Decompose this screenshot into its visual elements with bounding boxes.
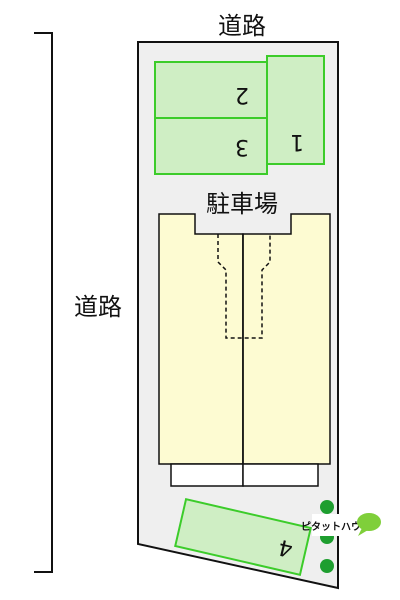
green-dot-bottom (320, 559, 334, 573)
parking-space-3 (154, 117, 268, 175)
logo-background (312, 514, 360, 536)
space-number-4: 4 (276, 534, 295, 562)
parking-space-4-group: 4 (174, 498, 312, 576)
building-unit-right (242, 213, 331, 465)
parking-space-1 (266, 55, 325, 165)
space-number-2: 2 (235, 82, 249, 107)
parking-space-2 (154, 61, 268, 119)
logo-text: ピタットハウス (301, 521, 371, 533)
logo-bubble-tail-icon (358, 528, 368, 536)
space-number-1: 1 (290, 129, 304, 154)
parking-label: 駐車場 (206, 190, 278, 218)
green-dot-top (320, 500, 334, 514)
building-unit-left (158, 213, 244, 465)
space-number-3: 3 (235, 134, 249, 159)
top-road-label: 道路 (218, 12, 266, 40)
left-road-label: 道路 (74, 293, 122, 321)
entrance-step-right (242, 463, 319, 487)
parking-space-4 (174, 498, 312, 576)
pitat-house-logo: ピタットハウス (301, 513, 381, 536)
stair-outline (217, 234, 271, 339)
entrance-step-left (170, 463, 244, 487)
building (158, 213, 331, 487)
logo-bubble-icon (357, 513, 381, 531)
left-road-line (34, 32, 53, 573)
